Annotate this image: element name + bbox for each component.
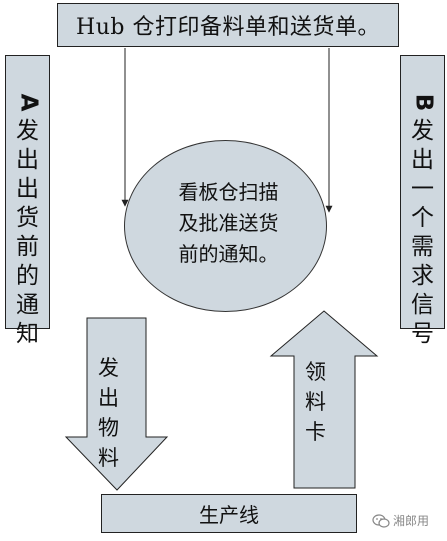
signal-b-char: 求 — [411, 263, 434, 289]
kanban-scan-line: 及批准送货 — [178, 210, 279, 235]
kanban-scan-line: 前的通知。 — [178, 241, 279, 266]
wechat-icon — [372, 513, 390, 528]
notice-a-char: 的 — [16, 263, 39, 289]
kanban-scan-text: 看板仓扫描 及批准送货 前的通知。 — [179, 177, 279, 270]
card-up-char: 料 — [305, 390, 326, 414]
signal-b-char: 号 — [411, 321, 434, 347]
signal-b-char: 出 — [411, 147, 434, 173]
signal-b-char: 信 — [411, 292, 434, 318]
kanban-scan-line: 看板仓扫描 — [178, 179, 279, 204]
notice-a-char: 出 — [16, 147, 39, 173]
signal-b-char: 一 — [411, 176, 434, 202]
notice-a-char: 发 — [16, 118, 39, 144]
card-up-char: 领 — [305, 360, 326, 384]
production-line-box: 生产线 — [101, 494, 357, 533]
signal-b-box: B 发 出 一 个 需 求 信 号 — [400, 55, 445, 347]
notice-a-char: 通 — [16, 292, 39, 318]
notice-a-box: A 发 出 出 货 前 的 通 知 — [5, 55, 50, 347]
watermark-text: 湘郎用 — [393, 514, 430, 528]
material-down-char: 出 — [98, 386, 119, 410]
notice-a-char: 货 — [16, 205, 39, 231]
material-down-char: 料 — [98, 446, 119, 470]
card-up-char: 卡 — [305, 420, 326, 444]
signal-b-char: 需 — [411, 234, 434, 260]
card-up-arrow — [269, 310, 379, 489]
notice-a-char: 前 — [16, 234, 39, 260]
hub-print-text: Hub 仓打印备料单和送货单。 — [76, 15, 380, 40]
material-down-arrow — [64, 317, 169, 491]
hub-print-box: Hub 仓打印备料单和送货单。 — [57, 3, 399, 47]
card-up-label: 领 料 卡 — [305, 357, 326, 447]
kanban-scan-node: 看板仓扫描 及批准送货 前的通知。 — [124, 140, 327, 312]
material-down-label: 发 出 物 料 — [98, 353, 119, 473]
notice-a-char: 知 — [16, 321, 39, 347]
production-line-text: 生产线 — [199, 503, 259, 527]
signal-b-char: 个 — [411, 205, 434, 231]
signal-b-char: 发 — [411, 118, 434, 144]
notice-a-char: 出 — [16, 176, 39, 202]
material-down-char: 物 — [98, 416, 119, 440]
watermark: 湘郎用 — [372, 512, 429, 529]
material-down-char: 发 — [98, 356, 119, 380]
